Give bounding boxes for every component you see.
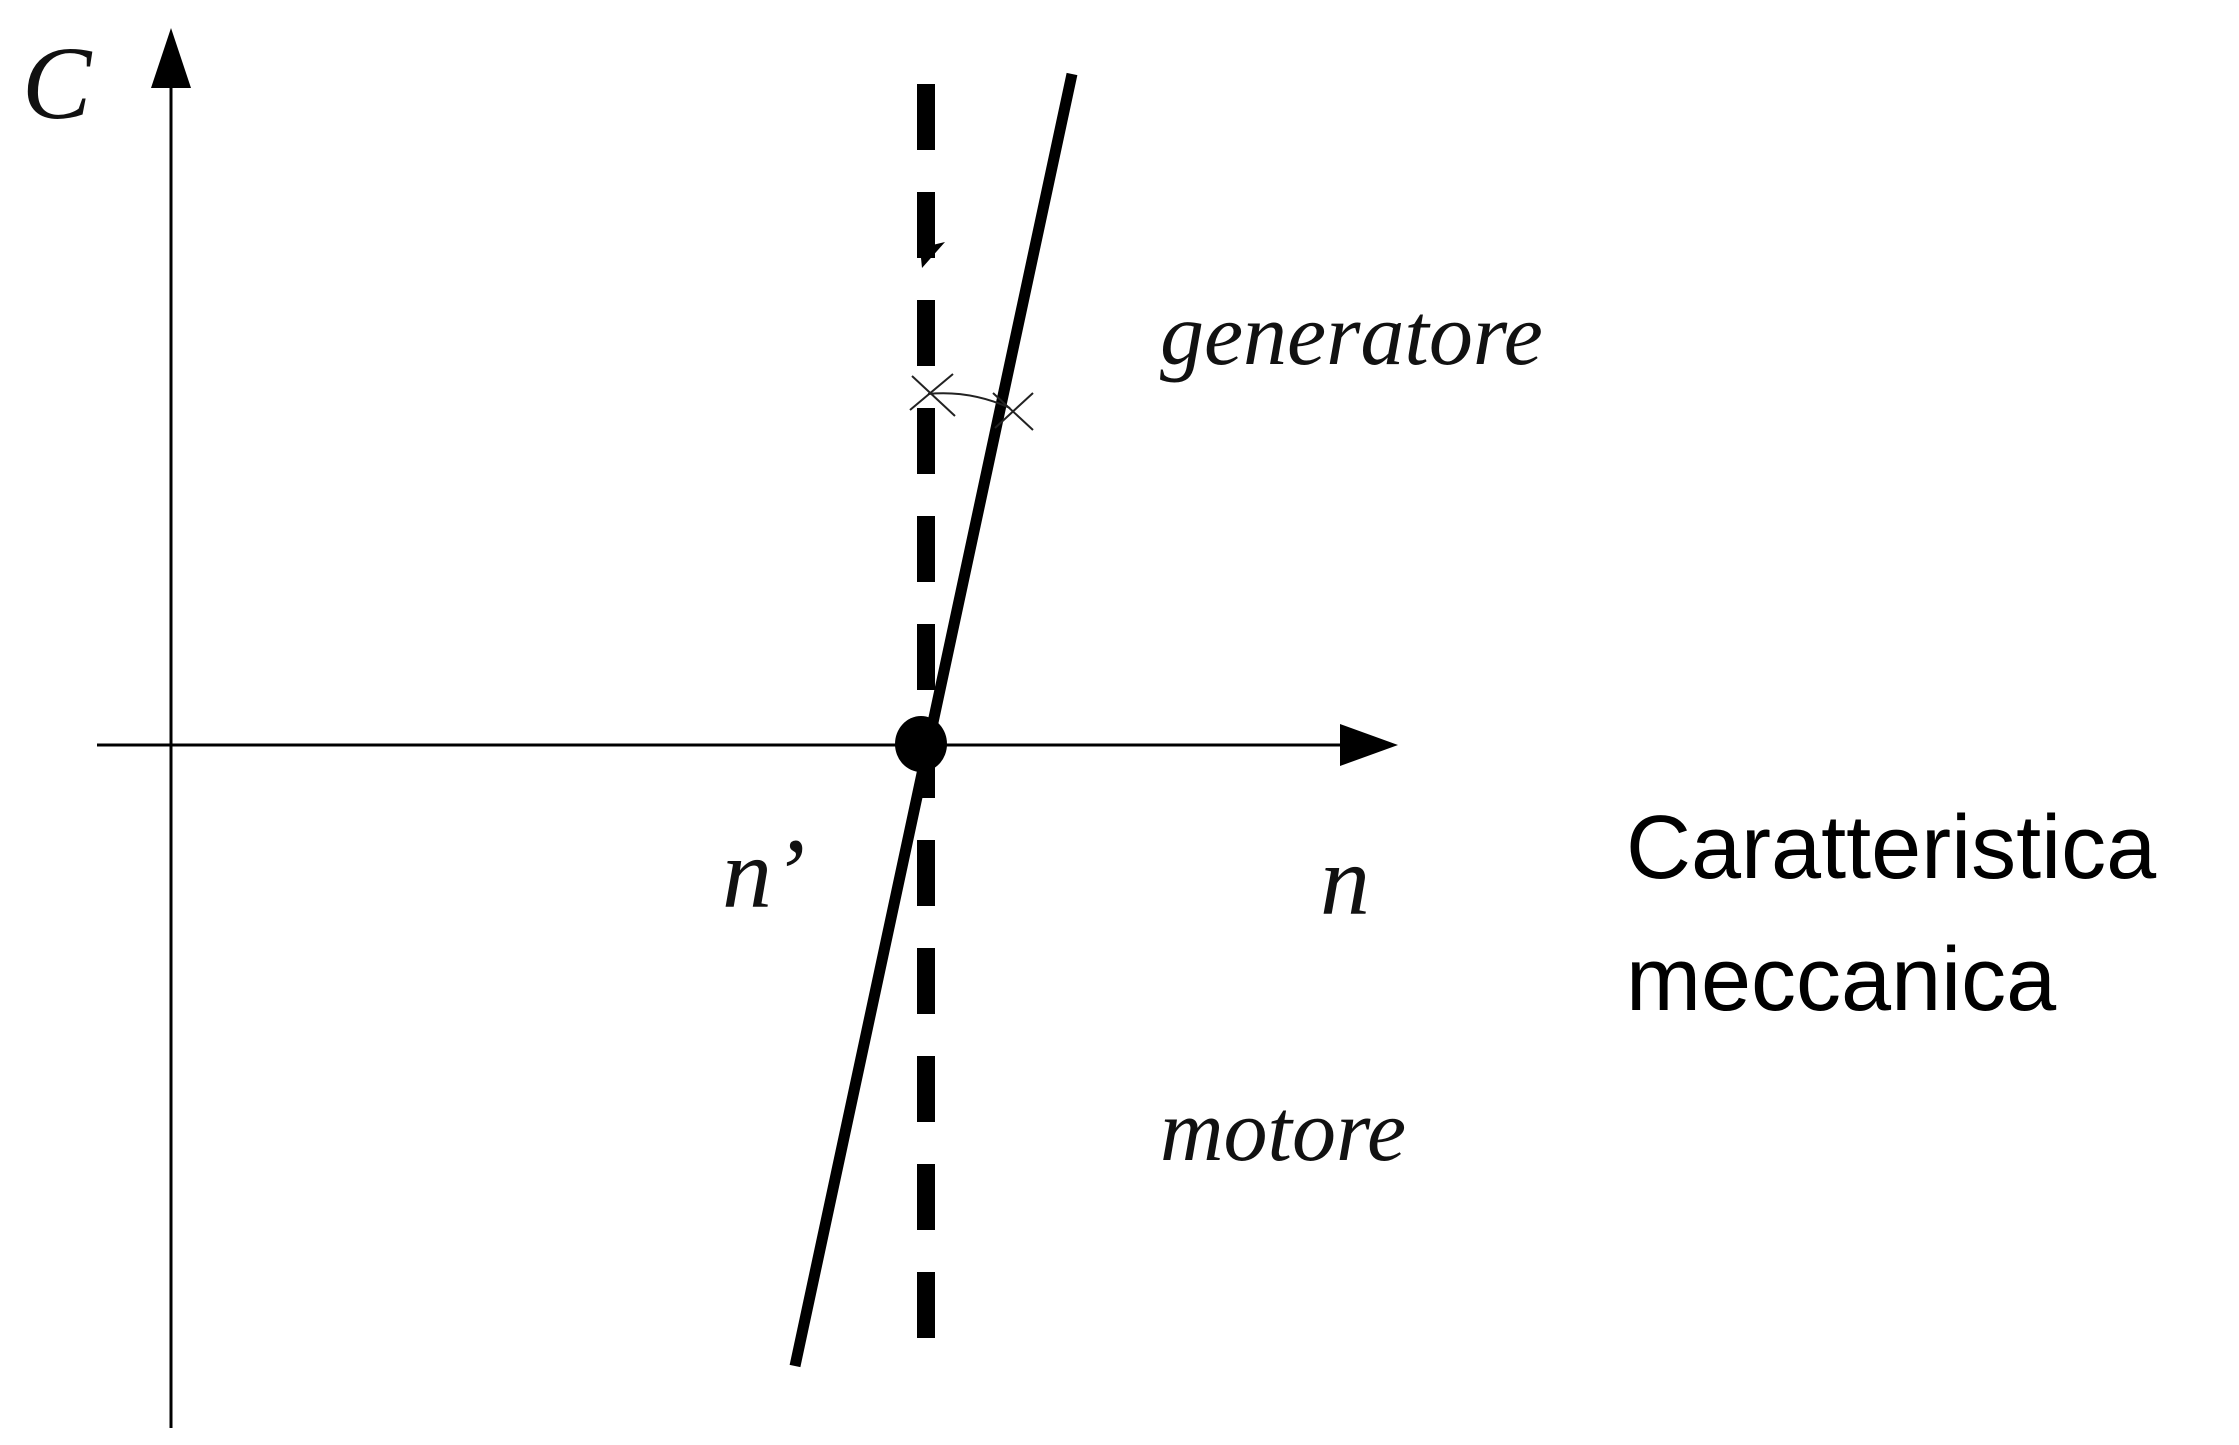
caption-line-2: meccanica <box>1626 930 2057 1030</box>
y-axis-arrow <box>151 28 191 88</box>
region-label-generatore: generatore <box>1160 287 1543 384</box>
x-axis-label: n <box>1320 825 1370 936</box>
y-axis-label: C <box>22 26 93 141</box>
small-arrow-icon <box>920 242 945 268</box>
point-label: n’ <box>722 818 805 929</box>
operating-point <box>895 716 947 772</box>
rotation-marks <box>909 373 1034 431</box>
caption-line-1: Caratteristica <box>1626 798 2157 898</box>
region-label-motore: motore <box>1160 1083 1406 1180</box>
x-axis-arrow <box>1340 724 1398 766</box>
